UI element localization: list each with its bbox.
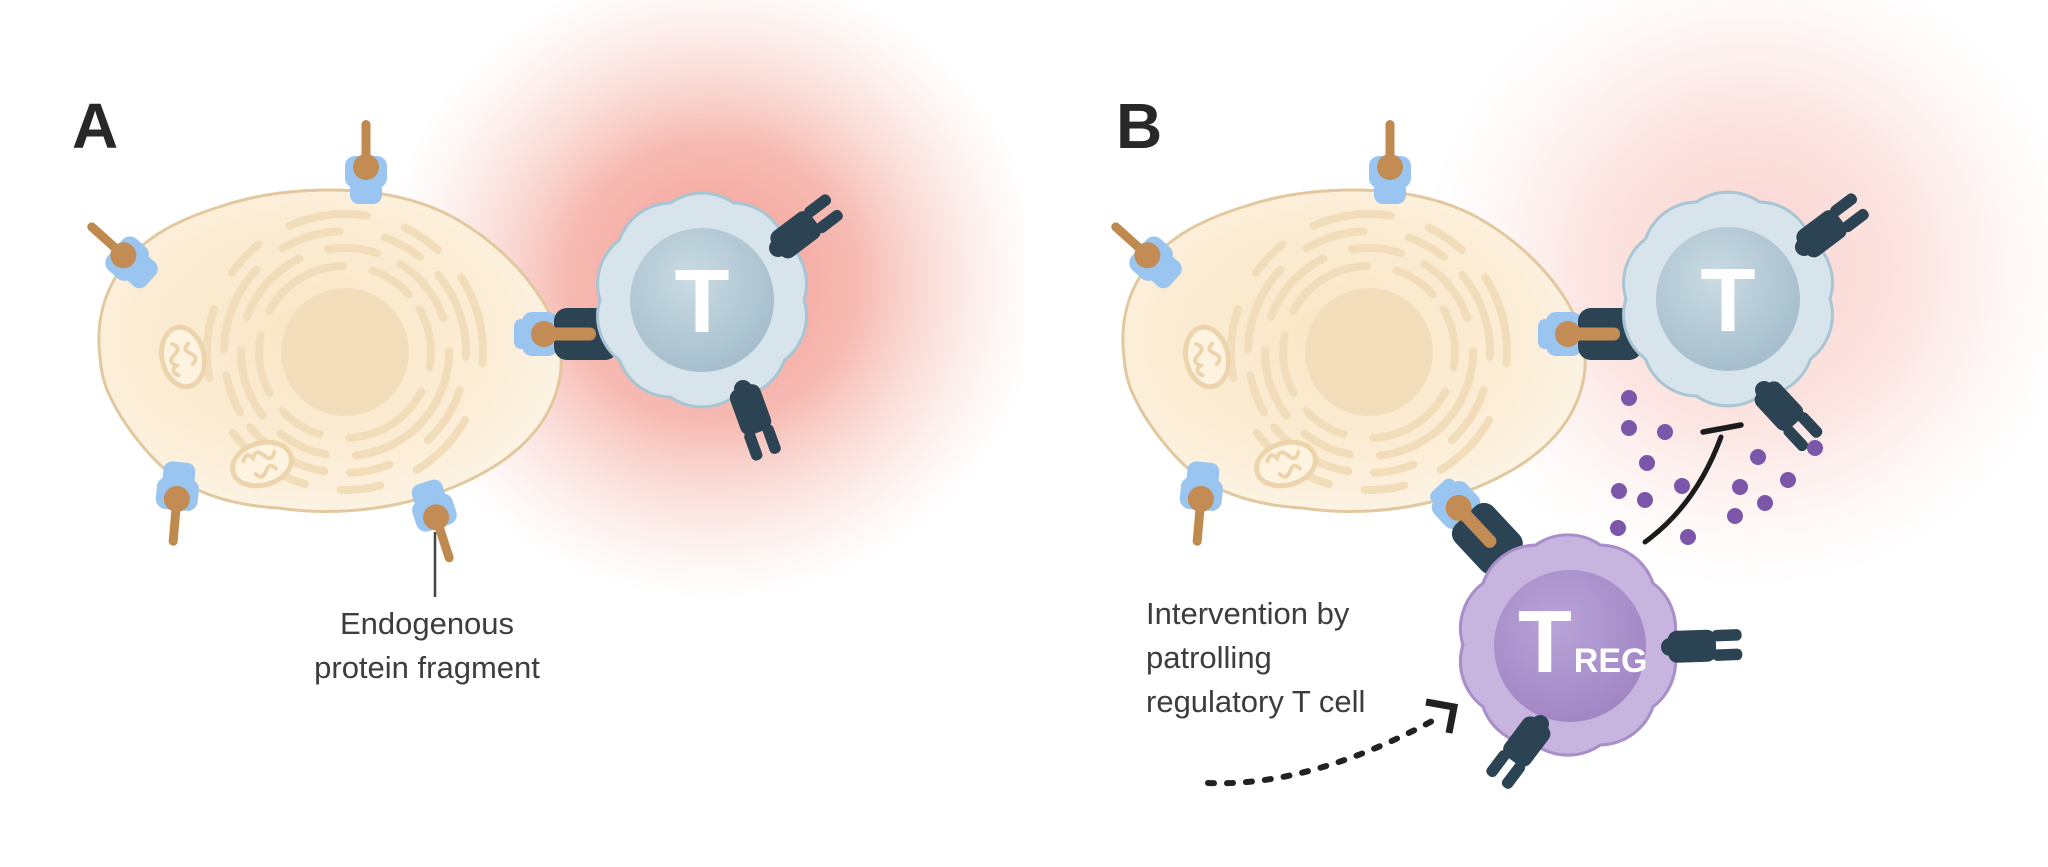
treg-receptor-right — [1660, 628, 1743, 664]
endogenous-fragment-label: Endogenous protein fragment — [252, 602, 602, 690]
caption-b-line2: patrolling — [1146, 640, 1272, 675]
panel-a — [0, 0, 1024, 600]
caption-a-line2: protein fragment — [314, 650, 540, 685]
inhibition-arrow — [1642, 422, 1744, 545]
mhc-receptor-labeled — [404, 475, 471, 569]
treg-label: TREG — [1518, 592, 1647, 691]
treg-intervention-label: Intervention by patrolling regulatory T … — [1146, 592, 1506, 724]
treg-nucleus — [1494, 570, 1646, 722]
panel-a-letter: A — [72, 90, 119, 162]
patrol-arrow — [1205, 698, 1459, 787]
panel-b-letter: B — [1116, 90, 1163, 162]
panel-b: TREG — [1024, 0, 2048, 792]
caption-b-line3: regulatory T cell — [1146, 684, 1366, 719]
caption-a-line1: Endogenous — [339, 606, 515, 641]
caption-b-line1: Intervention by — [1146, 596, 1350, 631]
regulatory-t-cell: TREG — [1458, 533, 1743, 792]
cytokine-dots — [1610, 390, 1823, 545]
